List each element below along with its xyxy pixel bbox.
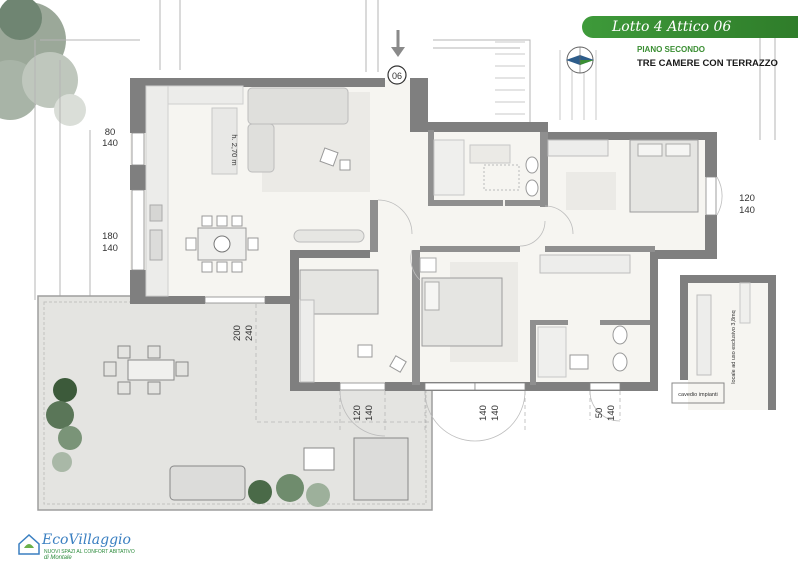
- living-area: [247, 87, 370, 243]
- bedroom-3: [419, 254, 631, 362]
- door-swings: [339, 176, 723, 442]
- dim-left-top-height: 140: [102, 138, 118, 149]
- dim-bottom-1-height: 140: [364, 405, 375, 421]
- dim-terrace-height: 240: [244, 325, 255, 341]
- dim-left-top-width: 80: [105, 127, 116, 138]
- storage-annex: [671, 275, 776, 410]
- logo-place: di Montale: [44, 555, 72, 561]
- logo-tagline: NUOVI SPAZI AL CONFORT ABITATIVO: [44, 549, 135, 555]
- dim-bottom-2-height: 140: [490, 405, 501, 421]
- dim-left-mid-width: 180: [102, 231, 118, 242]
- title-banner: Lotto 4 Attico 06: [582, 16, 798, 38]
- logo-house-icon: [18, 533, 40, 555]
- brand-logo: EcoVillaggio NUOVI SPAZI AL CONFORT ABIT…: [16, 530, 135, 561]
- shaft-label: cavedio impianti: [678, 392, 717, 398]
- bathroom-main: [433, 139, 539, 197]
- dimension-lines: [255, 304, 621, 430]
- tree-top-left: [0, 0, 86, 126]
- bedroom-1: [547, 139, 699, 213]
- page-title: Lotto 4 Attico 06: [612, 19, 732, 35]
- dim-bottom-3-width: 50: [594, 408, 605, 419]
- walls: [130, 78, 717, 391]
- terrace-furniture: [103, 345, 409, 501]
- dining-table: [185, 215, 259, 273]
- unit-description: TRE CAMERE CON TERRAZZO: [637, 58, 778, 69]
- compass-icon: [566, 46, 594, 74]
- site-lines: [34, 0, 776, 310]
- shrubs: [46, 378, 330, 507]
- dim-right-width: 120: [739, 193, 755, 204]
- dim-bottom-3-height: 140: [606, 405, 617, 421]
- bedroom-2: [299, 269, 407, 383]
- entry-arrow-icon: [391, 30, 405, 57]
- windows: [131, 132, 717, 391]
- annex-label: locale ad uso esclusivo 3,8mq: [731, 310, 737, 383]
- dim-left-mid-height: 140: [102, 243, 118, 254]
- logo-text: EcoVillaggio: [42, 532, 131, 548]
- dim-right-height: 140: [739, 205, 755, 216]
- kitchen: [145, 85, 244, 297]
- dim-bottom-2-width: 140: [478, 405, 489, 421]
- floor-label: PIANO SECONDO: [637, 45, 706, 54]
- unit-marker: 06: [392, 71, 402, 81]
- dim-terrace-width: 200: [232, 325, 243, 341]
- bathroom-2: [537, 325, 628, 378]
- ceiling-height: h. 2,70 m: [230, 134, 239, 165]
- dim-bottom-1-width: 120: [352, 405, 363, 421]
- unit-marker-circle: [387, 65, 407, 85]
- interior-walls: [370, 130, 655, 385]
